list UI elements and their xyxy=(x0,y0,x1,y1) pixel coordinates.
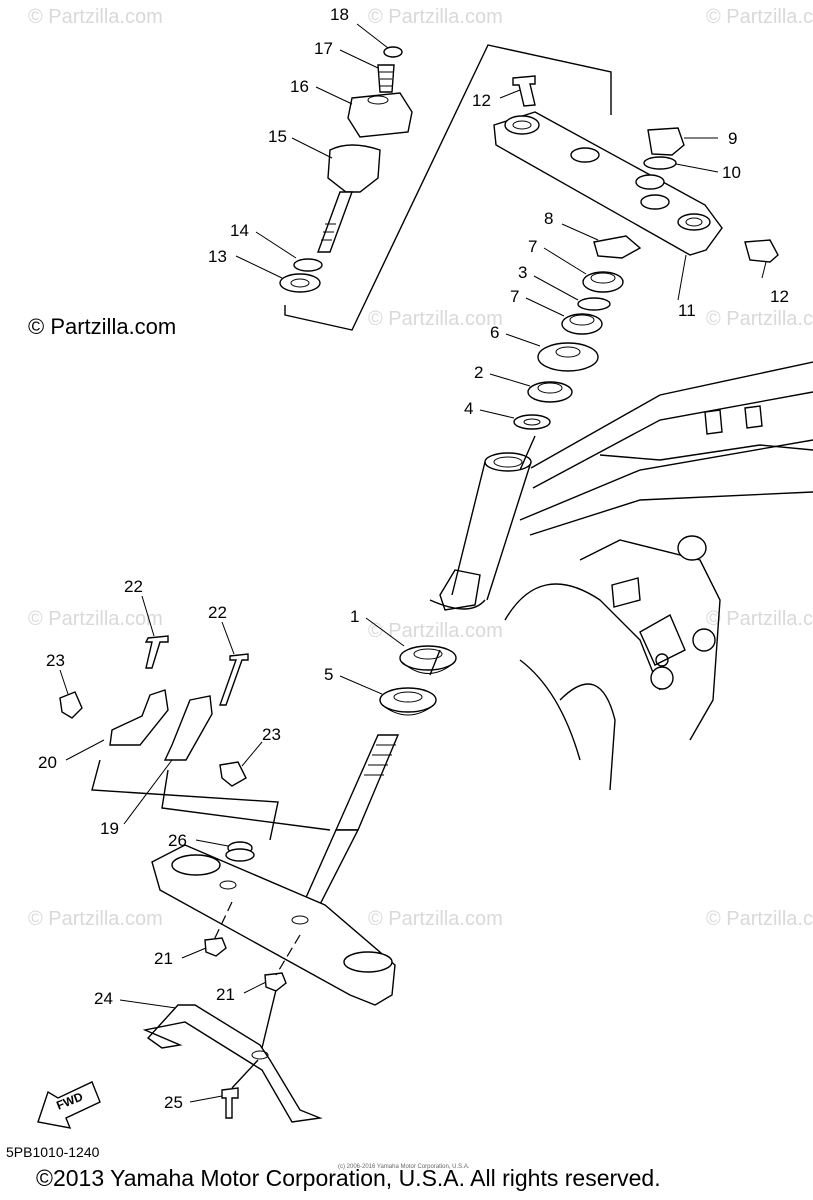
callout-13: 13 xyxy=(208,247,227,266)
callout-5: 5 xyxy=(324,665,334,684)
callout-24: 24 xyxy=(94,989,113,1008)
callout-20: 20 xyxy=(38,753,57,772)
callout-7-upper: 7 xyxy=(528,237,538,256)
frame-drawing xyxy=(429,361,813,791)
callout-7-lower: 7 xyxy=(510,287,520,306)
callout-12-top: 12 xyxy=(472,91,491,110)
callout-14: 14 xyxy=(230,221,249,240)
watermark: © Partzilla.com xyxy=(28,6,163,28)
callout-18: 18 xyxy=(330,5,349,24)
side-copyright: © Partzilla.com xyxy=(28,314,177,339)
callout-22-left: 22 xyxy=(124,577,143,596)
callout-21-left: 21 xyxy=(154,949,173,968)
callout-23-right: 23 xyxy=(262,725,281,744)
callout-21-right: 21 xyxy=(216,985,235,1004)
callout-15: 15 xyxy=(268,127,287,146)
footer-copyright: ©2013 Yamaha Motor Corporation, U.S.A. A… xyxy=(36,1165,661,1191)
callout-2: 2 xyxy=(474,363,484,382)
lower-bearing-parts xyxy=(379,645,457,716)
watermark: © Partzilla.com xyxy=(706,308,813,330)
callout-8: 8 xyxy=(544,209,554,228)
under-bracket xyxy=(151,734,400,1006)
watermark: © Partzilla.com xyxy=(706,6,813,28)
watermark: © Partzilla.com xyxy=(706,908,813,930)
callout-1: 1 xyxy=(350,607,360,626)
callout-19: 19 xyxy=(100,819,119,838)
callout-22-right: 22 xyxy=(208,603,227,622)
callout-26: 26 xyxy=(168,831,187,850)
watermark: © Partzilla.com xyxy=(368,308,503,330)
callout-11: 11 xyxy=(678,301,696,320)
callout-25: 25 xyxy=(164,1093,183,1112)
callout-9: 9 xyxy=(728,129,738,148)
watermark: © Partzilla.com xyxy=(28,908,163,930)
callout-6: 6 xyxy=(490,323,500,342)
callout-3: 3 xyxy=(518,263,528,282)
brackets xyxy=(59,635,287,992)
callout-16: 16 xyxy=(290,77,309,96)
callout-10: 10 xyxy=(722,163,741,182)
watermark: © Partzilla.com xyxy=(706,608,813,630)
handlebar-holder-parts xyxy=(279,44,612,331)
callout-12-right: 12 xyxy=(770,287,789,306)
steering-stack xyxy=(513,235,642,430)
watermark: © Partzilla.com xyxy=(28,608,163,630)
watermark: © Partzilla.com xyxy=(368,6,503,28)
reference-lines xyxy=(91,435,536,1089)
leader-lines xyxy=(59,23,767,1103)
watermark: © Partzilla.com xyxy=(368,620,503,642)
callout-4: 4 xyxy=(464,399,474,418)
diagram-code: 5PB1010-1240 xyxy=(6,1144,100,1160)
callout-17: 17 xyxy=(314,39,333,58)
watermark: © Partzilla.com xyxy=(368,908,503,930)
tiny-notice: (c) 2006-2016 Yamaha Motor Corporation, … xyxy=(338,1164,470,1170)
upper-bracket xyxy=(493,75,779,263)
fwd-arrow-icon xyxy=(37,1081,101,1129)
callout-23-left: 23 xyxy=(46,651,65,670)
